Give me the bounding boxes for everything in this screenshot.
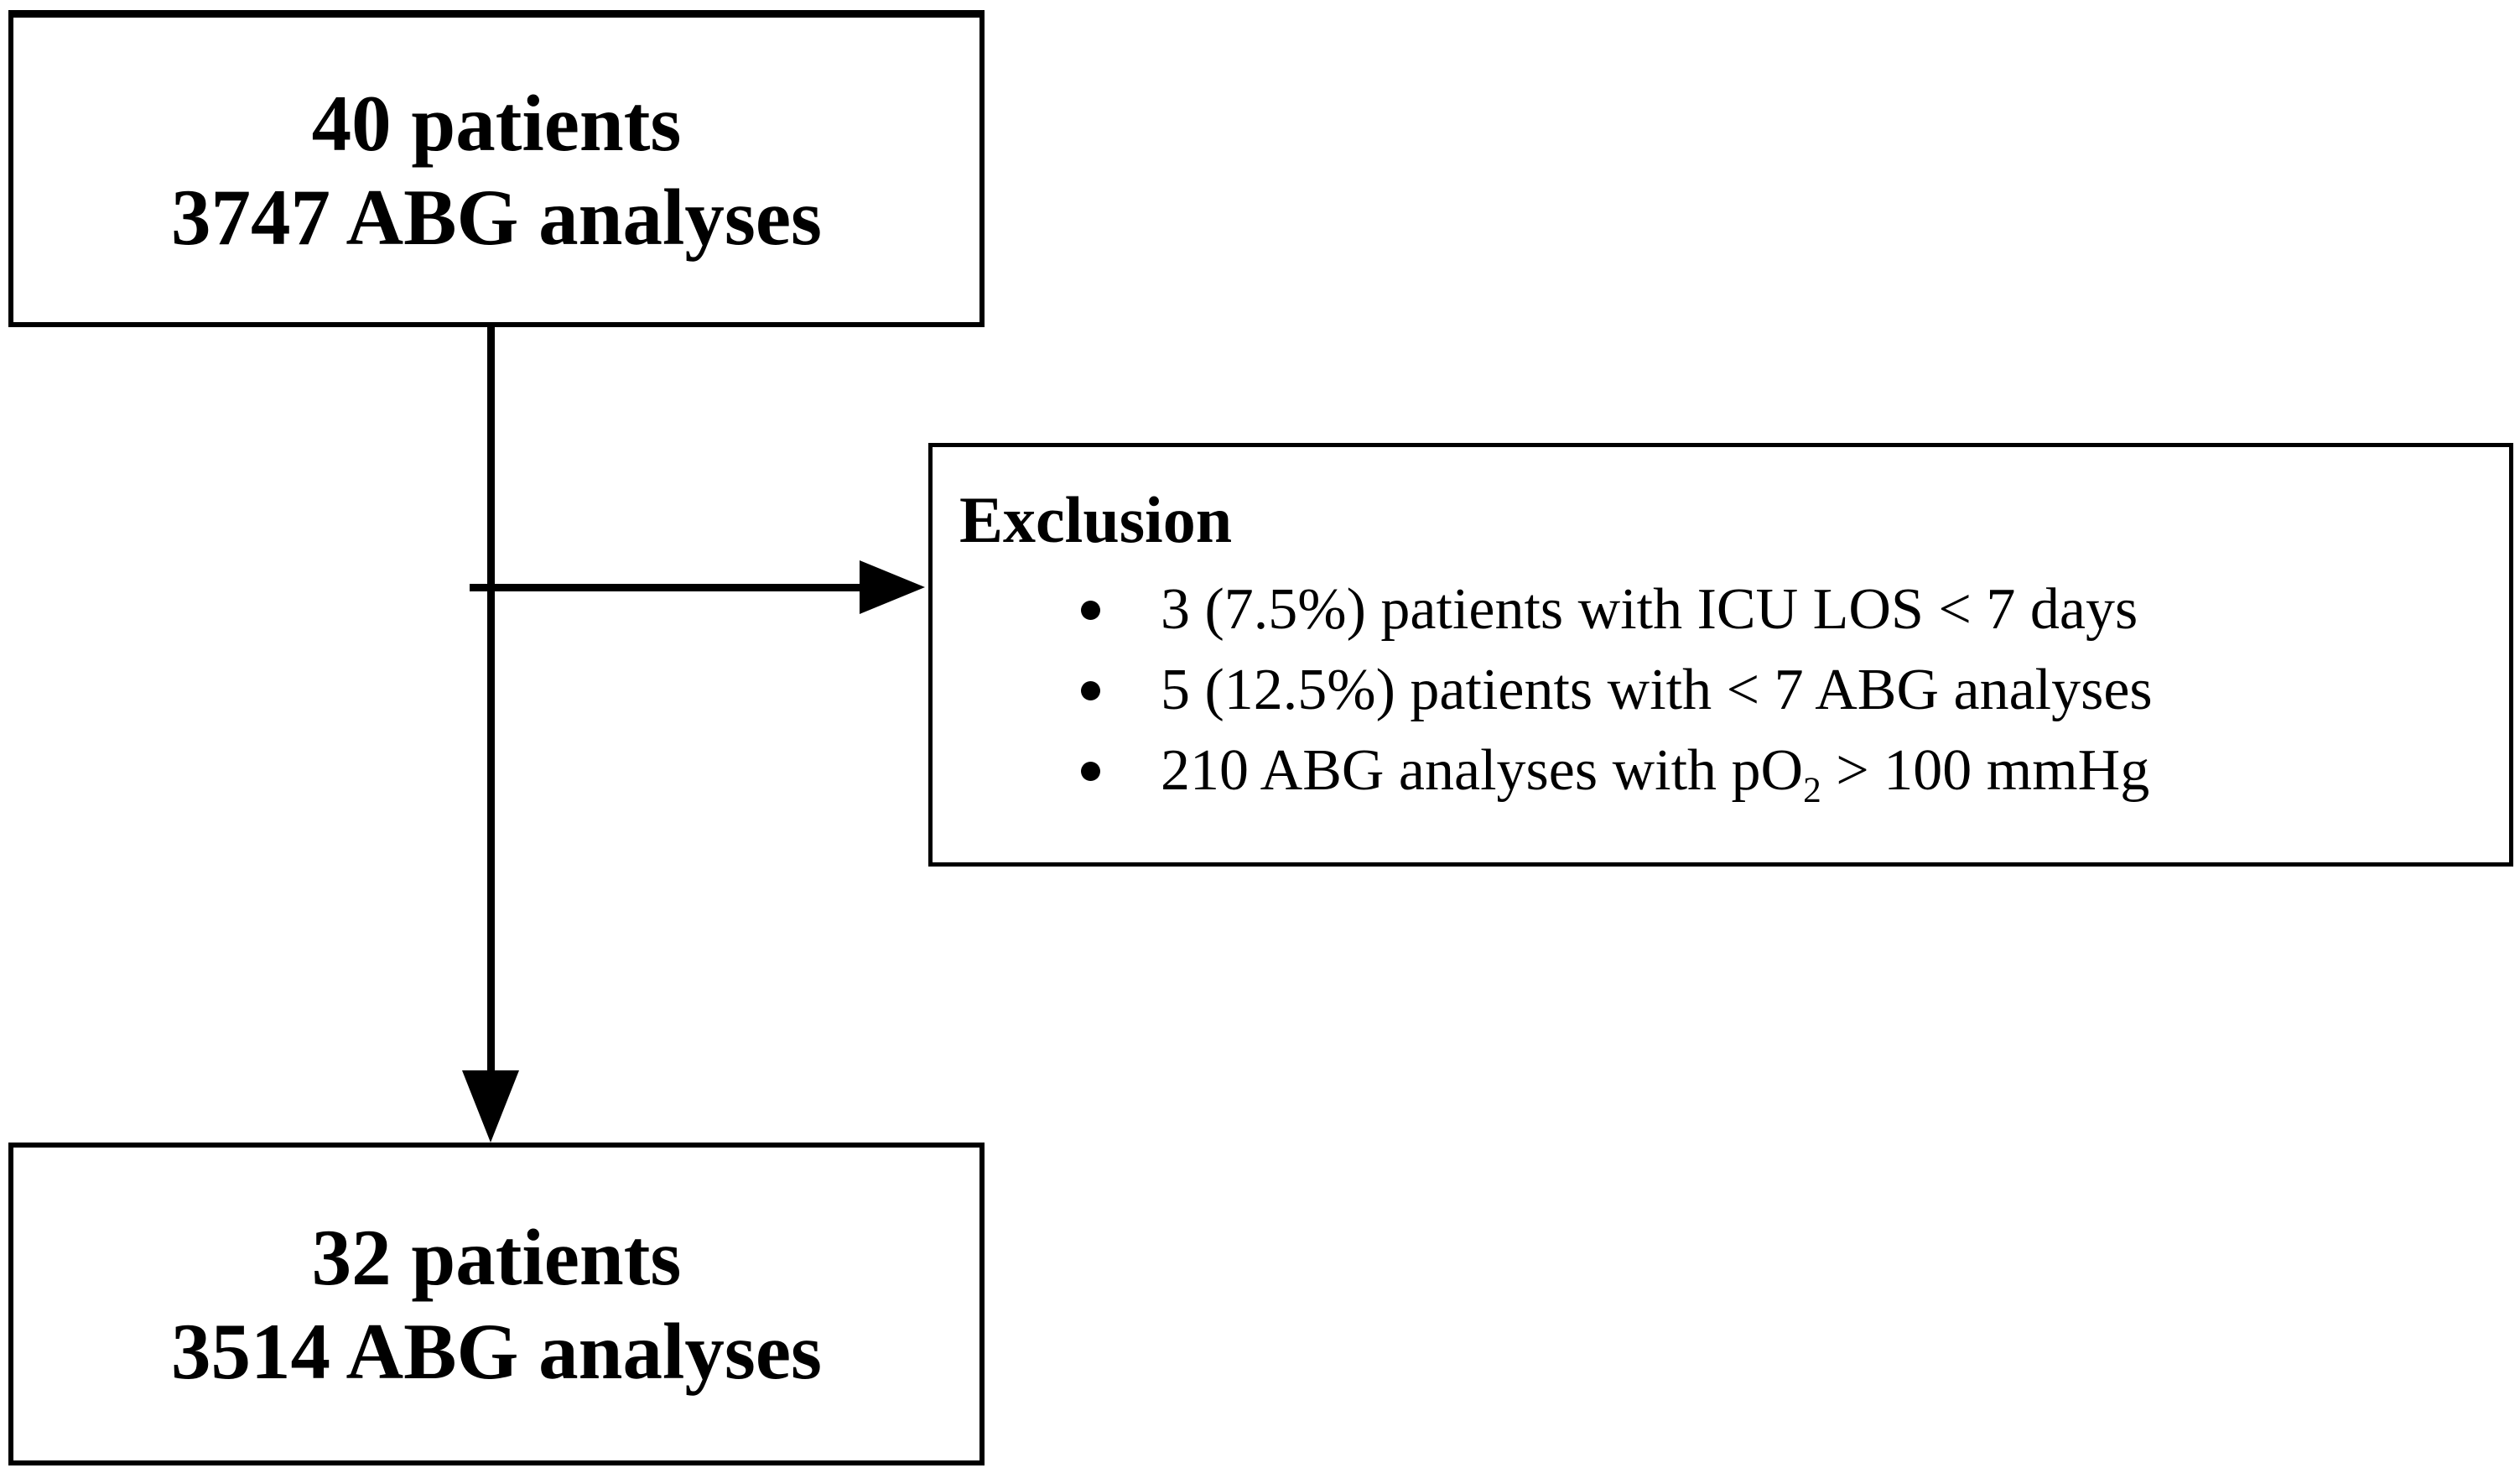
horizontal-branch-line xyxy=(470,584,860,591)
exclusion-title: Exclusion xyxy=(959,483,1233,556)
included-abg-count: 3514 ABG analyses xyxy=(171,1306,822,1396)
exclusion-item-po2: 210 ABG analyses with pO2 > 100 mmHg xyxy=(1081,731,2484,811)
enrolled-abg-count: 3747 ABG analyses xyxy=(171,172,822,262)
down-arrowhead-icon xyxy=(462,1070,519,1143)
exclusion-item-text: 3 (7.5%) patients with ICU LOS < 7 days xyxy=(1161,577,2138,642)
exclusion-item-text: 210 ABG analyses with pO xyxy=(1161,738,1804,803)
exclusion-item-icu-los: 3 (7.5%) patients with ICU LOS < 7 days xyxy=(1081,570,2484,650)
exclusion-list: 3 (7.5%) patients with ICU LOS < 7 days … xyxy=(959,570,2484,811)
bullet-icon xyxy=(1081,762,1100,781)
exclusion-box: Exclusion 3 (7.5%) patients with ICU LOS… xyxy=(928,443,2513,867)
included-patients-box: 32 patients 3514 ABG analyses xyxy=(8,1143,985,1465)
exclusion-item-few-abg: 5 (12.5%) patients with < 7 ABG analyses xyxy=(1081,650,2484,731)
bullet-icon xyxy=(1081,601,1100,620)
exclusion-item-text-suffix: > 100 mmHg xyxy=(1821,738,2150,803)
exclusion-item-text: 5 (12.5%) patients with < 7 ABG analyses xyxy=(1161,658,2153,722)
right-arrowhead-icon xyxy=(860,560,925,614)
vertical-flow-line xyxy=(487,327,495,1074)
enrolled-patients-box: 40 patients 3747 ABG analyses xyxy=(8,10,985,327)
included-patients-count: 32 patients xyxy=(311,1212,682,1302)
bullet-icon xyxy=(1081,681,1100,700)
enrolled-patients-count: 40 patients xyxy=(311,78,682,168)
exclusion-item-subscript: 2 xyxy=(1803,770,1821,810)
